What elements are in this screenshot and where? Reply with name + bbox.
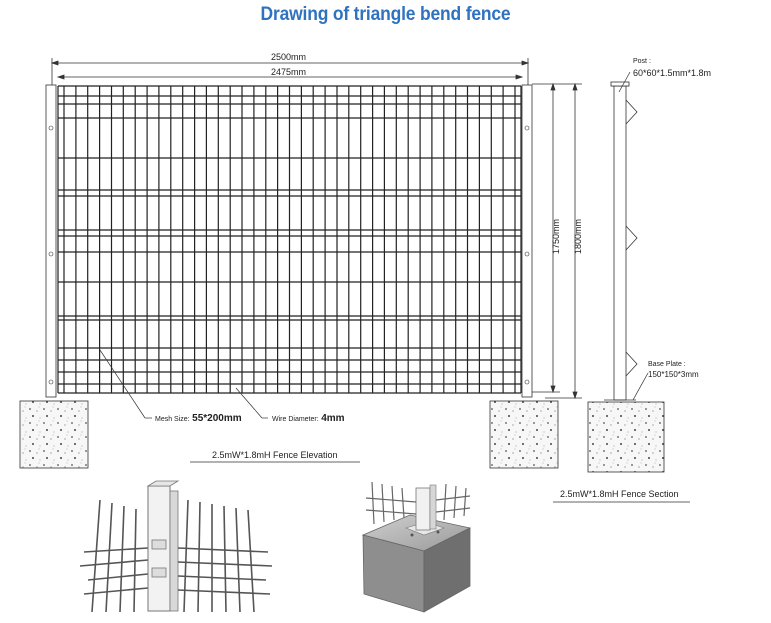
detail-wire: [79, 559, 149, 567]
post-footing-detail: [361, 484, 472, 613]
detail-wire: [105, 502, 113, 613]
section-caption: 2.5mW*1.8mH Fence Section: [560, 489, 679, 499]
wire-diameter-leader: [235, 387, 268, 419]
base-plate-leader: [632, 372, 649, 401]
mesh-size-label: Mesh Size: 55*200mm: [155, 414, 242, 424]
detail-wire: [391, 485, 395, 521]
detail-wire: [371, 481, 375, 525]
wire-diameter-value: 4mm: [321, 413, 345, 424]
post-label: Post :: [633, 58, 651, 65]
detail-wire: [83, 547, 149, 553]
wire-diameter-label: Wire Diameter: 4mm: [272, 414, 345, 424]
detail-wire: [177, 561, 273, 567]
detail-wire: [91, 499, 101, 613]
left-concrete-footing: [19, 400, 89, 469]
dimension-panel-height: [532, 82, 560, 394]
detail-wire: [365, 509, 417, 515]
detail-wire: [247, 509, 255, 613]
panel-height-label: 1750mm: [551, 218, 562, 255]
dimension-total-height: [545, 82, 582, 400]
mesh-size-value: 55*200mm: [192, 413, 242, 424]
mesh-panel: [57, 85, 522, 394]
detail-wire: [119, 505, 125, 613]
detail-wire: [223, 505, 227, 613]
elevation-left-post: [45, 84, 57, 398]
total-width-label: 2500mm: [271, 52, 307, 62]
mesh-size-title: Mesh Size:: [155, 416, 190, 423]
detail-wire: [87, 573, 149, 581]
section-concrete-footing: [587, 401, 665, 473]
detail-wire: [83, 587, 149, 595]
post-leader: [618, 71, 631, 93]
detail-wire: [435, 507, 471, 513]
post-spec: 60*60*1.5mm*1.8m: [633, 68, 712, 78]
detail-wire: [463, 487, 467, 517]
detail-wire: [235, 507, 241, 613]
detail-wire: [197, 501, 201, 613]
detail-wire: [365, 497, 417, 503]
detail-wire: [133, 508, 137, 613]
drawing-title: Drawing of triangle bend fence: [260, 4, 511, 25]
right-concrete-footing: [489, 400, 559, 469]
detail-wire: [435, 495, 471, 501]
section-post: [610, 81, 630, 401]
base-plate-spec: 150*150*3mm: [648, 370, 699, 379]
detail-wire: [177, 575, 267, 581]
base-plate-label: Base Plate :: [648, 361, 686, 368]
post-clamp-detail: [79, 480, 273, 613]
mesh-size-leader: [99, 349, 152, 419]
detail-wire: [177, 589, 271, 595]
dimension-total-width: [50, 58, 530, 85]
total-height-label: 1800mm: [573, 218, 584, 255]
detail-wire: [183, 499, 189, 613]
detail-wire: [381, 483, 385, 523]
elevation-right-post: [521, 84, 533, 398]
section-triangle-bends: [625, 99, 638, 377]
detail-wire: [177, 547, 269, 553]
detail-wire: [443, 483, 447, 521]
panel-width-label: 2475mm: [271, 67, 307, 77]
wire-diameter-title: Wire Diameter:: [272, 416, 319, 423]
elevation-caption: 2.5mW*1.8mH Fence Elevation: [212, 450, 338, 460]
detail-wire: [453, 485, 457, 519]
post-footing-mesh: [365, 481, 471, 525]
dimension-panel-width: [56, 74, 524, 80]
